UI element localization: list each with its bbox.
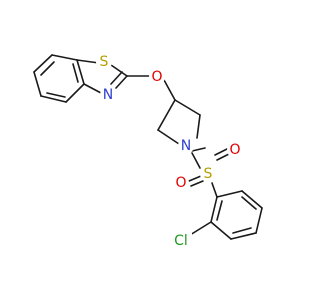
bond (65, 83, 85, 103)
double-bond-inner (72, 63, 79, 83)
bond (174, 99, 201, 116)
double-bond-inner (110, 71, 123, 85)
atom-label: N (103, 87, 113, 103)
atom-label: S (204, 166, 213, 182)
bond (83, 83, 102, 94)
bond (115, 75, 128, 89)
bond (241, 190, 263, 209)
atom-s-benzothiazole: S (96, 54, 112, 70)
bond (196, 114, 201, 139)
chlorophenyl-ring (210, 190, 263, 240)
bond (214, 148, 228, 156)
atom-o-sulfonyl-left: O (173, 175, 189, 191)
atom-label: S (100, 54, 109, 70)
atom-label: O (151, 69, 162, 85)
benzothiazole-thiazole-ring (76, 59, 128, 94)
bond (188, 175, 202, 182)
atom-s-sulfonyl: S (200, 166, 216, 182)
bond (191, 147, 206, 152)
bond (33, 54, 53, 73)
bond (230, 232, 257, 240)
atom-o-ether: O (149, 69, 165, 85)
double-bond-inner (232, 227, 252, 234)
benzothiazole-benzene-ring (33, 54, 85, 103)
double-bond-inner (241, 196, 257, 210)
double-bond-inner (46, 92, 66, 98)
bond (211, 182, 218, 198)
atom-n-azetidine: N (178, 138, 194, 154)
atom-label: N (181, 138, 191, 154)
bond (190, 180, 204, 187)
double-bond-inner (216, 200, 223, 221)
bond (51, 54, 78, 61)
bond (76, 59, 100, 64)
bond (210, 196, 218, 223)
azetidine-ring (157, 99, 201, 147)
bond (76, 59, 85, 85)
bond (40, 95, 67, 103)
atom-cl: Cl (172, 233, 192, 249)
bond (216, 153, 230, 161)
bond (191, 152, 201, 169)
bond (216, 190, 243, 198)
bond (163, 79, 176, 101)
atom-label: O (175, 175, 186, 191)
bond (110, 64, 128, 77)
bond (157, 99, 176, 131)
atom-label: O (229, 142, 240, 158)
atom-label: Cl (174, 233, 188, 249)
chemical-structure-diagram: S N O N S O O Cl (33, 54, 263, 249)
double-bond-inner (40, 61, 55, 76)
bond (255, 207, 263, 234)
bond (189, 221, 212, 236)
atom-o-sulfonyl-right: O (227, 142, 243, 158)
atom-n-benzothiazole: N (100, 87, 116, 103)
bond (157, 129, 183, 147)
bond (33, 71, 42, 97)
bond (210, 221, 232, 240)
